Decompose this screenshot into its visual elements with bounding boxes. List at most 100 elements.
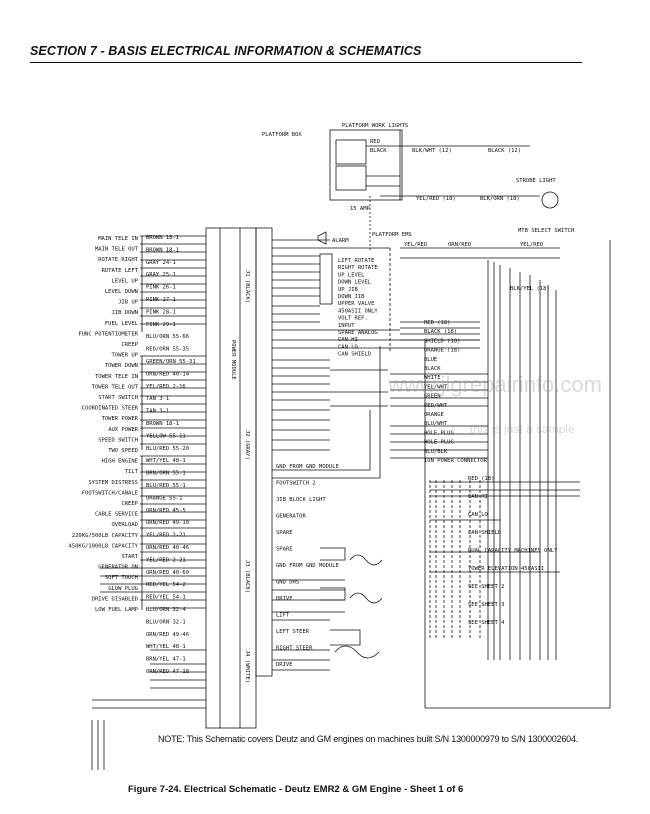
left-wire-label: YEL/RED 2-16 — [146, 384, 186, 390]
left-wire-label: BRN/ORN 55-1 — [146, 471, 186, 477]
left-function-label: 450KG/1000LB CAPACITY — [68, 543, 138, 549]
left-wire-label: PINK 26-1 — [146, 285, 176, 291]
right-wire-label: BLU/WHT — [424, 421, 448, 427]
left-function-label: TOWER DOWN — [105, 363, 138, 369]
right-wire-label: CAN LO — [468, 512, 488, 518]
schematic-note: NOTE: This Schematic covers Deutz and GM… — [158, 734, 579, 744]
left-wire-label: ORN/RED 40-46 — [146, 545, 189, 551]
figure-caption: Figure 7-24. Electrical Schematic - Deut… — [128, 784, 464, 795]
mid-function-label: 450ASII ONLY — [338, 308, 378, 314]
left-function-label: COORDINATED STEER — [82, 406, 139, 412]
left-wire-label: PINK 28-1 — [146, 309, 176, 315]
left-function-label: ROTATE RIGHT — [98, 257, 138, 263]
left-function-label: OVERLOAD — [112, 522, 139, 528]
left-wire-label: BROWN 18-1 — [146, 421, 179, 427]
left-wire-label: WHT/YEL 48-1 — [146, 644, 186, 650]
right-wire-label: SEE SHEET 2 — [468, 584, 504, 590]
mid-function-label: UPPER VALVE — [338, 301, 374, 307]
left-wire-label: ORN/RED 45-5 — [146, 508, 186, 514]
right-wire-label: WHITE — [424, 375, 441, 381]
mid-function-label: RIGHT ROTATE — [338, 265, 378, 271]
left-function-label: FOOTSWITCH/CANALE — [82, 490, 138, 496]
left-function-label: SYSTEM DISTRESS — [88, 480, 138, 486]
wire-red-label: RED — [370, 139, 380, 145]
mid-function-label: SPARE ANALOG — [338, 330, 378, 336]
left-wire-label: ORN/RED 47-18 — [146, 669, 189, 675]
left-wire-label: ORN/RED 40-60 — [146, 570, 189, 576]
wire-blk-orn-label: BLK/ORN (18) — [480, 196, 520, 202]
connector-j1: J1 (BLACK) — [244, 270, 250, 303]
left-function-label: GLOW PLUG — [108, 586, 138, 592]
platform-ems-label: PLATFORM EMS — [372, 232, 412, 238]
wire-blk-wht-label: BLK/WHT (12) — [412, 148, 452, 154]
left-function-label: LEVEL DOWN — [105, 289, 138, 295]
mid-function-label: INPUT — [338, 323, 355, 329]
platform-box-outline — [329, 129, 403, 201]
platform-work-lights-label: PLATFORM WORK LIGHTS — [342, 123, 408, 129]
wire-black-12-label: BLACK (12) — [488, 148, 521, 154]
left-wire-label: GRAY 25-1 — [146, 272, 176, 278]
mid-function-label: DRIVE — [276, 596, 293, 602]
left-wire-label: GREEN/ORN 55-31 — [146, 359, 196, 365]
right-wire-label: BLUE — [424, 357, 437, 363]
right-wire-label: SEE SHEET 3 — [468, 602, 504, 608]
strobe-light-symbol — [541, 191, 559, 209]
left-wire-label: RED/YEL 54-2 — [146, 582, 186, 588]
watermark: www.jlgrepairinfo.com — [388, 372, 602, 397]
mid-function-label: DOWN LEVEL — [338, 280, 372, 286]
wire-yel-red-label: YEL/RED (18) — [416, 196, 456, 202]
left-wire-label: TAN 3-1 — [146, 396, 169, 402]
left-function-label: LEVEL UP — [112, 278, 139, 284]
left-function-label: 220KG/500LB CAPACITY — [72, 533, 139, 539]
right-wire-label: RED (18) — [468, 476, 495, 482]
left-function-label: CREEP — [121, 501, 138, 507]
header-rule — [30, 62, 582, 63]
left-wire-label: TAN 3-1 — [146, 409, 169, 415]
mid-function-label: FOOTSWITCH 2 — [276, 481, 316, 487]
right-wire-label: ORANGE (18) — [424, 348, 460, 354]
left-function-label: TOWER UP — [112, 353, 139, 359]
left-wire-label: YELLOW 55-11 — [146, 433, 186, 439]
mid-function-label: CAN SHIELD — [338, 352, 371, 358]
mid-function-label: DOWN JIB — [338, 294, 365, 300]
left-wire-label: YEL/RED 2-21 — [146, 557, 186, 563]
left-wire-label: BROWN 18-1 — [146, 235, 179, 241]
wire-black-label: BLACK — [370, 148, 387, 154]
right-wire-label: ORANGE — [424, 412, 444, 418]
right-wire-label: CAN HI — [468, 494, 488, 500]
wire-yel-red-9-label: YEL/RED — [404, 242, 427, 248]
left-wire-label: WHT/YEL 48-1 — [146, 458, 186, 464]
left-function-label: MAIN TELE IN — [98, 236, 138, 242]
right-wire-label: SEE SHEET 4 — [468, 620, 505, 626]
left-wire-label: ORANGE 55-1 — [146, 495, 182, 501]
left-function-label: FUEL LEVEL — [105, 321, 139, 327]
left-function-label: JIB DOWN — [112, 310, 139, 316]
mid-function-label: LIFT ROTATE — [338, 258, 374, 264]
connector-labels: J1 (BLACK) J2 (GRAY) J3 (BLACK) J4 (WHIT… — [230, 270, 250, 683]
left-wire-label: RED/ORN 55-35 — [146, 347, 189, 353]
left-wire-label: GRAY 24-1 — [146, 260, 176, 266]
connector-j4: J4 (WHITE) — [244, 650, 250, 683]
left-wire-label: YEL/RED 2-21 — [146, 533, 186, 539]
alarm-label: ALARM — [332, 238, 349, 244]
right-wire-label: ION POWER CONNECTOR — [424, 458, 488, 464]
left-function-label: SPEED SWITCH — [98, 437, 138, 443]
left-function-label: TILT — [125, 469, 139, 475]
mid-function-label: GND FROM GND MODULE — [276, 563, 339, 569]
left-wire-label: BLU/RED 55-20 — [146, 446, 189, 452]
fuse-label: 15 AMP — [350, 206, 371, 212]
mid-function-label: LEFT STEER — [276, 629, 310, 635]
left-wire-label: PINK 29-1 — [146, 322, 176, 328]
mid-function-label: GND FROM GND MODULE — [276, 464, 339, 470]
left-function-label: SOFT TOUCH — [105, 575, 138, 581]
left-wire-label: BLU/ORN 32-1 — [146, 619, 186, 625]
mid-function-label: SPARE — [276, 530, 293, 536]
right-wire-label: DUAL CAPACITY MACHINES ONLY — [468, 548, 558, 554]
left-function-label: TOWER TELE OUT — [92, 384, 139, 390]
mid-function-label: GENERATOR — [276, 514, 306, 520]
left-wire-label: ORN/RED 49-10 — [146, 520, 189, 526]
connector-j2: J2 (GRAY) — [244, 430, 250, 460]
